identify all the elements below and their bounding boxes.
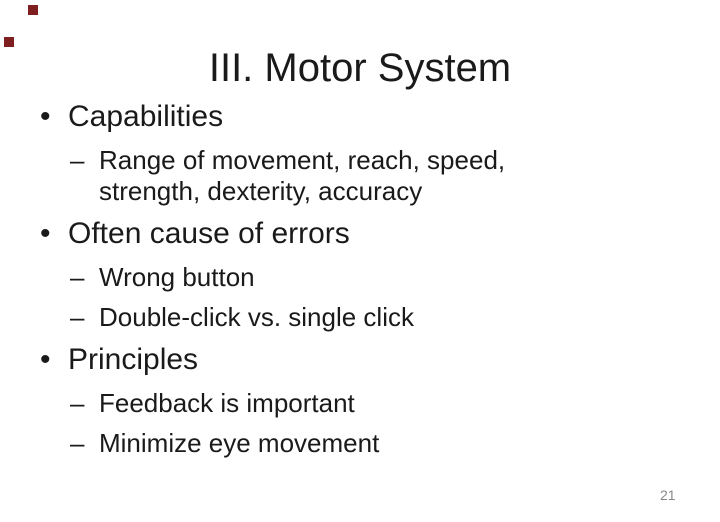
slide-title: III. Motor System (208, 46, 512, 90)
dash-marker: – (70, 302, 85, 332)
sub-bullet-item: – Minimize eye movement (70, 428, 680, 459)
slide-page-number: 21 (660, 487, 676, 503)
bullet-item: • Often cause of errors (40, 215, 680, 253)
bullet-text: Often cause of errors (68, 217, 350, 250)
slide-body: • Capabilities – Range of movement, reac… (40, 98, 680, 459)
sub-bullet-item: – Range of movement, reach, speed, stren… (70, 145, 680, 207)
bullet-text: Principles (68, 343, 199, 376)
decorative-square-left (4, 37, 14, 47)
bullet-item: • Principles (40, 341, 680, 379)
dash-marker: – (70, 388, 85, 418)
bullet-item: • Capabilities (40, 98, 680, 136)
bullet-marker: • (40, 217, 51, 250)
sub-bullet-item: – Feedback is important (70, 388, 680, 419)
dash-marker: – (70, 428, 85, 458)
bullet-marker: • (40, 100, 51, 133)
sub-bullet-text: Wrong button (99, 262, 255, 292)
bullet-marker: • (40, 343, 51, 376)
dash-marker: – (70, 262, 85, 292)
sub-bullet-text: Feedback is important (99, 388, 355, 418)
sub-bullet-item: – Wrong button (70, 262, 680, 293)
sub-bullet-item: – Double-click vs. single click (70, 302, 680, 333)
sub-bullet-text: Range of movement, reach, speed, strengt… (99, 145, 506, 206)
bullet-text: Capabilities (68, 100, 224, 133)
dash-marker: – (70, 145, 85, 175)
decorative-square-top (28, 5, 38, 15)
sub-bullet-text: Double-click vs. single click (99, 302, 414, 332)
sub-bullet-text: Minimize eye movement (99, 428, 380, 458)
